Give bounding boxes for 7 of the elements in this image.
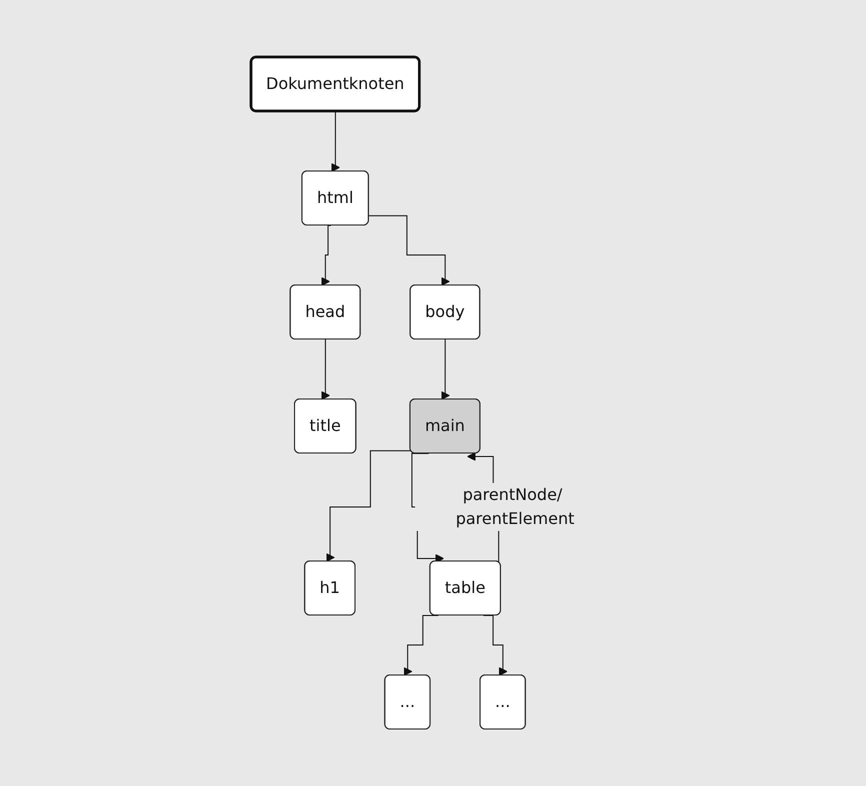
arrow	[326, 450, 412, 562]
arrow	[321, 225, 332, 286]
arrow	[440, 339, 450, 400]
arrow	[331, 111, 340, 172]
edge-label: parentNode/ parentElement	[456, 485, 574, 528]
arrow	[368, 215, 450, 286]
arrow	[321, 339, 330, 400]
